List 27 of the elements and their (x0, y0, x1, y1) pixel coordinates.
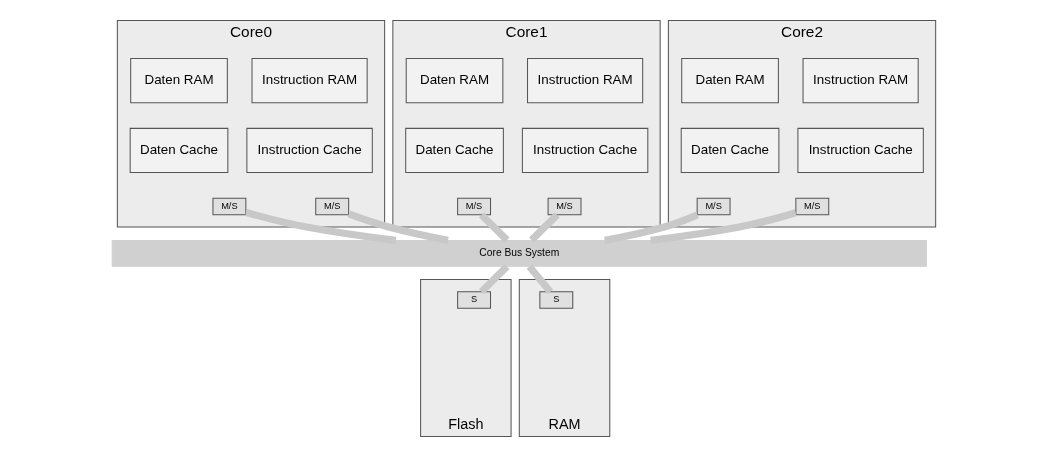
node-box: Daten RAM (130, 57, 228, 104)
node-box: Instruction Cache (797, 127, 924, 174)
node-box: Daten Cache (680, 127, 780, 174)
node-box: Daten RAM (405, 57, 504, 104)
connector (604, 211, 699, 244)
node-box: M/S (547, 197, 582, 216)
node-box: Daten Cache (405, 127, 504, 174)
node-box: Instruction RAM (251, 57, 368, 104)
node-box: M/S (795, 197, 830, 216)
node-box: M/S (212, 197, 247, 216)
node-box: S (539, 291, 574, 309)
node-box: Daten RAM (681, 57, 779, 104)
node-box: M/S (315, 197, 350, 216)
node-box: Instruction Cache (246, 127, 373, 174)
node-box: Daten Cache (129, 127, 229, 174)
node-box: M/S (696, 197, 731, 216)
connector (347, 210, 449, 244)
node-box: M/S (457, 197, 492, 216)
connector (526, 264, 554, 294)
connector (650, 209, 797, 244)
node-box: S (457, 291, 492, 309)
node-box: Instruction RAM (527, 57, 644, 104)
node-box: Instruction RAM (802, 57, 919, 104)
connector (478, 263, 510, 295)
node-box: Instruction Cache (521, 127, 649, 174)
connector (245, 208, 397, 244)
node-box: Core Bus System (111, 239, 927, 267)
